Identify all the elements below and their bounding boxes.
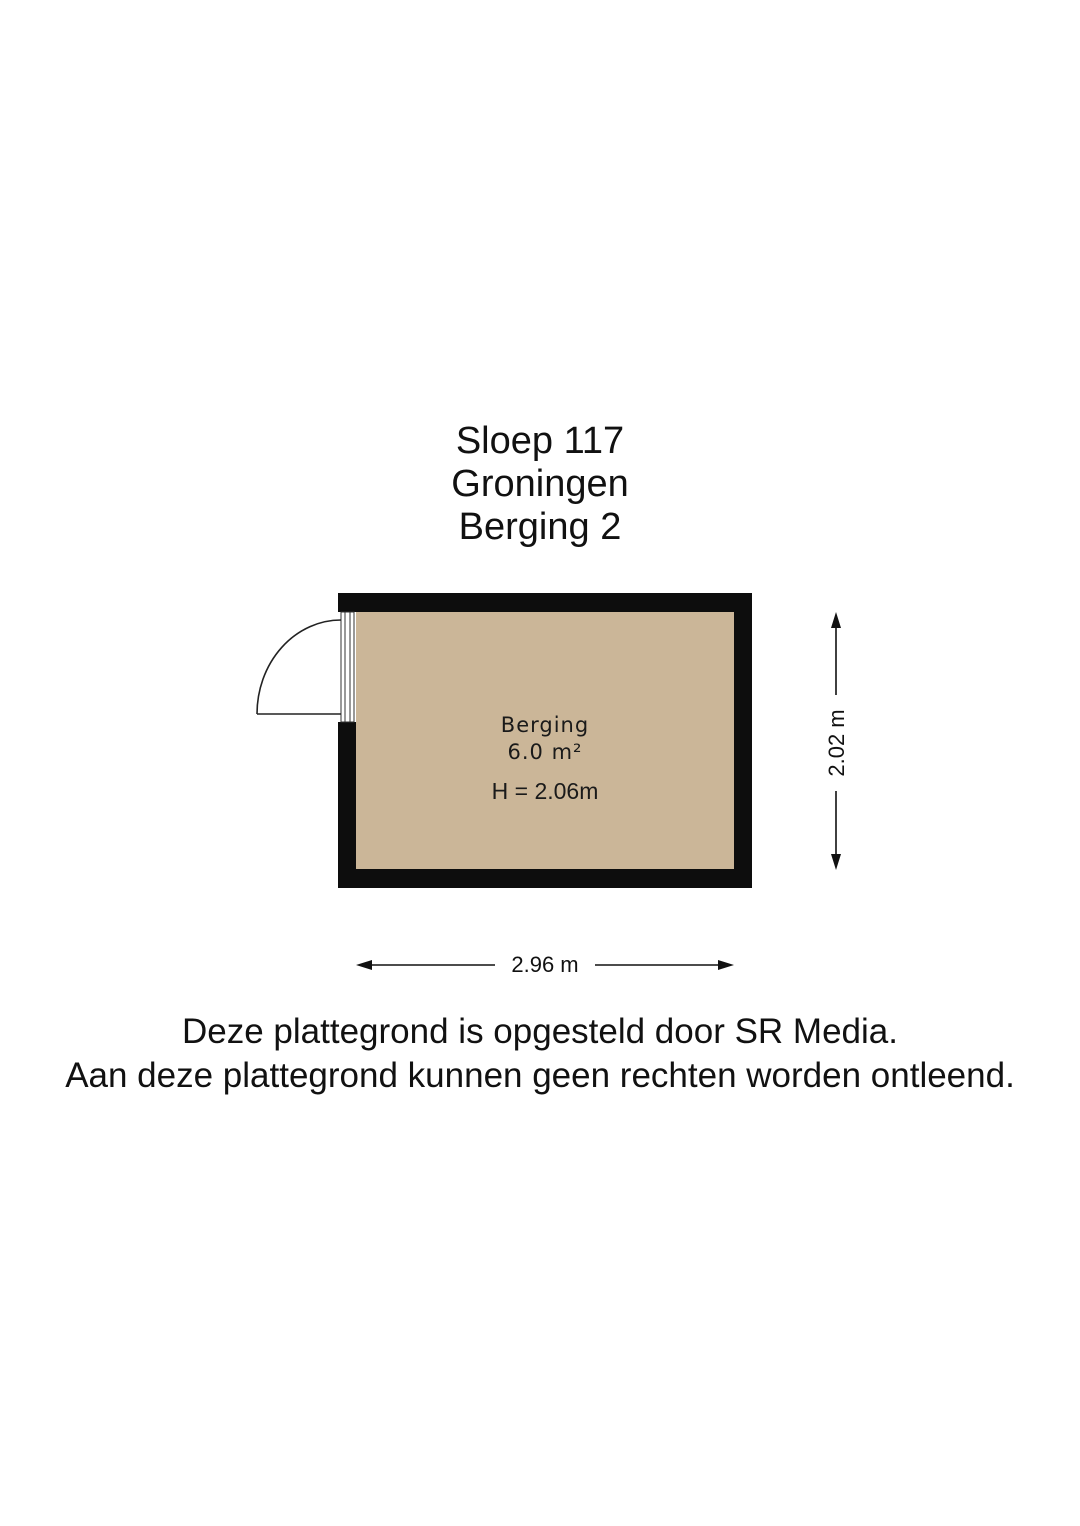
door-swing	[256, 619, 342, 715]
disclaimer-line-2: Aan deze plattegrond kunnen geen rechten…	[65, 1056, 1015, 1095]
plan-subtitle: Berging 2	[458, 506, 622, 548]
disclaimer: Deze plattegrond is opgesteld door SR Me…	[0, 1010, 1080, 1098]
disclaimer-line-1: Deze plattegrond is opgesteld door SR Me…	[182, 1012, 898, 1051]
door-frame	[340, 611, 355, 723]
wall-left-upper	[338, 593, 356, 612]
wall-top	[338, 593, 752, 612]
address-street: Sloep 117	[455, 420, 625, 462]
wall-bottom	[338, 869, 752, 888]
room-floor	[356, 612, 734, 869]
address-city: Groningen	[451, 463, 629, 505]
room-height: H = 2.06m	[491, 778, 599, 804]
wall-left-lower	[338, 722, 356, 888]
wall-right	[734, 593, 752, 888]
width-dimension-label: 2.96 m	[495, 952, 595, 978]
room-area: 6.0 m²	[507, 740, 583, 764]
depth-dimension-label: 2.02 m	[822, 695, 852, 791]
room-name: Berging	[500, 713, 590, 737]
floorplan-title: Sloep 117 Groningen Berging 2	[0, 420, 1080, 549]
